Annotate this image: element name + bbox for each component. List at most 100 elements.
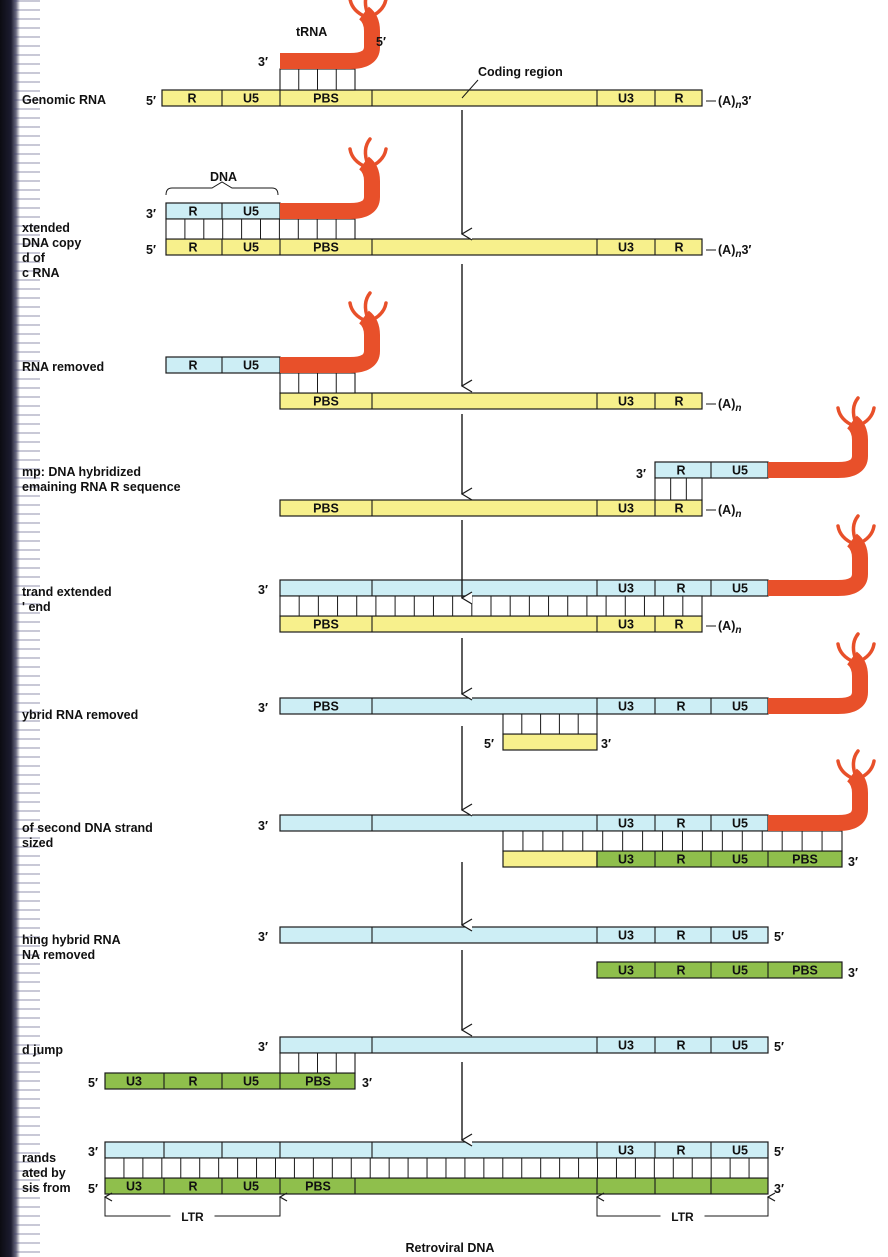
trna-loop-right [856, 759, 876, 781]
base-pair-ladder [279, 595, 703, 617]
ltr-left-label: LTR [181, 1210, 204, 1224]
segment-u5: U5 [243, 205, 259, 219]
base-pair-ladder [279, 1052, 356, 1074]
minus-strong-stop-dna-body [165, 202, 281, 220]
segment-u5: U5 [732, 964, 748, 978]
retroviral-dna-plus-strand-body [104, 1177, 769, 1195]
ltr-right-label: LTR [671, 1210, 694, 1224]
step-label-2: xtended [22, 221, 70, 235]
trna-loop-top [851, 396, 860, 426]
trna-primer [768, 396, 876, 478]
segment-u5: U5 [732, 700, 748, 714]
segment-u3: U3 [618, 817, 634, 831]
minus-strand-dna-body [279, 697, 769, 715]
step-label-10: sis from [22, 1181, 71, 1195]
book-spine-shadow [0, 0, 20, 1257]
segment-u3: U3 [618, 241, 634, 255]
segment-u5: U5 [732, 929, 748, 943]
base-pair-ladder [104, 1157, 769, 1179]
step-label-2: DNA copy [22, 236, 81, 250]
step-label-4: emaining RNA R sequence [22, 480, 181, 494]
minus-strand-dna-body [279, 814, 769, 832]
segment-u3: U3 [618, 395, 634, 409]
segment-r: R [187, 92, 196, 106]
trna-loop-left [836, 406, 856, 428]
segment-u3: U3 [618, 502, 634, 516]
trna-loop-top [851, 632, 860, 662]
segment-r: R [674, 618, 683, 632]
trna-primer [768, 514, 876, 596]
three-prime-end: 3′ [146, 207, 156, 221]
segment-r: R [674, 502, 683, 516]
segment-r: R [676, 700, 685, 714]
segment-pbs: PBS [313, 395, 339, 409]
segment-pbs: PBS [792, 853, 818, 867]
three-prime-end: 3′ [848, 855, 858, 869]
trna-loop-right [856, 406, 876, 428]
segment-u5: U5 [243, 241, 259, 255]
three-prime-end: 3′ [636, 467, 646, 481]
segment-pbs: PBS [305, 1180, 331, 1194]
three-prime-end: 3′ [258, 930, 268, 944]
trna-primer [768, 632, 876, 714]
segment-u5: U5 [732, 853, 748, 867]
five-prime-end: 5′ [774, 1145, 784, 1159]
step-label-10: ated by [22, 1166, 66, 1180]
trna-loop-left [348, 301, 368, 323]
step-label-7: sized [22, 836, 53, 850]
ltr-right-bracket-right [704, 1197, 769, 1217]
segment-r: R [676, 1144, 685, 1158]
trna-three-prime: 3′ [258, 55, 268, 69]
trna-stem [768, 415, 868, 478]
segment-r: R [188, 1075, 197, 1089]
ppt-three-prime: 3′ [601, 737, 611, 751]
step-label-8: NA removed [22, 948, 95, 962]
segment-r: R [676, 853, 685, 867]
trna-primer [280, 137, 388, 219]
segment-r: R [188, 359, 197, 373]
segment-pbs: PBS [313, 241, 339, 255]
segment-r: R [188, 241, 197, 255]
segment-r: R [676, 1039, 685, 1053]
three-prime-end: 3′ [258, 701, 268, 715]
ladder-frame [654, 477, 703, 501]
genomic-rna-strand-body [165, 238, 703, 256]
ppt-rna-fragment [502, 733, 598, 751]
trna-loop-top [363, 137, 372, 167]
dna-label: DNA [210, 170, 237, 184]
trna-loop-top [851, 749, 860, 779]
segment-r: R [676, 464, 685, 478]
dna-brace [165, 181, 279, 196]
trna-loop-right [368, 147, 388, 169]
five-prime-end: 5′ [88, 1076, 98, 1090]
trna-loop-top [851, 514, 860, 544]
base-pair-ladder [165, 218, 356, 240]
five-prime-end: 5′ [774, 1040, 784, 1054]
minus-strong-stop-dna-body [165, 356, 281, 374]
ltr-left-bracket-right [214, 1197, 281, 1217]
five-prime-end: 5′ [88, 1182, 98, 1196]
three-prime-end: 3′ [258, 1040, 268, 1054]
segment-u5: U5 [243, 1180, 259, 1194]
trna-loop-right [368, 0, 388, 19]
segment-u3: U3 [126, 1180, 142, 1194]
segment-u3: U3 [618, 929, 634, 943]
segment-r: R [674, 92, 683, 106]
segment-pbs: PBS [792, 964, 818, 978]
three-prime-end: 3′ [848, 966, 858, 980]
segment-u3: U3 [618, 582, 634, 596]
trna-loop-left [836, 642, 856, 664]
